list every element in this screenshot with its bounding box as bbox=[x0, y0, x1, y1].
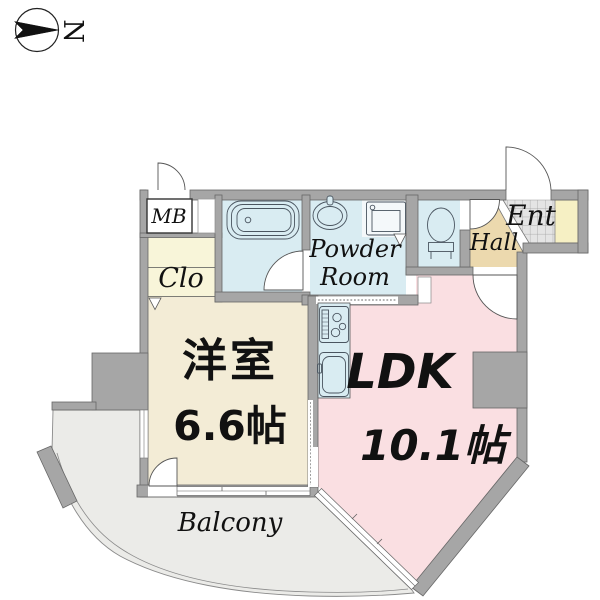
sliding-door-western-room bbox=[308, 400, 318, 487]
ldk-name: LDK bbox=[346, 344, 454, 400]
door-swing-balcony-icon bbox=[148, 457, 178, 487]
pipe-space bbox=[417, 276, 432, 304]
western-room-name: 洋室 bbox=[181, 334, 278, 387]
sliding-door-powder-room bbox=[316, 296, 398, 304]
hall-label: Hall bbox=[469, 230, 519, 256]
compass-north-icon bbox=[13, 7, 60, 53]
ldk-floor bbox=[318, 275, 517, 583]
meter-box bbox=[146, 198, 216, 234]
closet-door-marker-icon bbox=[148, 297, 162, 311]
balcony-label: Balcony bbox=[177, 508, 283, 538]
toilet-room-floor bbox=[416, 198, 460, 267]
washer-door-marker-icon bbox=[393, 233, 407, 247]
western-room-size: 6.6帖 bbox=[173, 402, 287, 450]
closet-label: Clo bbox=[158, 263, 204, 294]
door-swing-ldk-icon bbox=[472, 274, 518, 320]
entrance-label: Ent bbox=[506, 199, 556, 232]
western-room-floor bbox=[140, 296, 318, 490]
gas-stove-icon bbox=[319, 306, 349, 343]
bathtub-icon bbox=[226, 200, 300, 240]
door-swing-entrance-icon bbox=[505, 146, 552, 191]
meter-box-label: MB bbox=[151, 204, 187, 228]
door-swing-mb-icon bbox=[157, 162, 186, 191]
compass-north-label: N bbox=[57, 19, 88, 43]
kitchen-counter bbox=[317, 302, 351, 399]
powder-room-label: Powder Room bbox=[302, 235, 408, 292]
window-left-wall bbox=[139, 409, 149, 459]
powder-room-label-line1: Powder bbox=[309, 235, 401, 263]
window-ldk-diagonal bbox=[314, 488, 419, 590]
toilet-icon bbox=[427, 207, 455, 259]
door-swing-bath-icon bbox=[263, 250, 304, 291]
closet-floor bbox=[147, 237, 215, 297]
door-swing-toilet-icon bbox=[469, 199, 500, 230]
washing-machine-icon bbox=[366, 201, 406, 236]
balcony-doorway-gap bbox=[148, 485, 177, 497]
balcony-floor bbox=[51, 409, 415, 597]
ldk-size: 10.1帖 bbox=[360, 421, 506, 470]
window-western-room-south bbox=[176, 486, 311, 496]
shoe-cabinet bbox=[554, 199, 579, 244]
powder-room-floor bbox=[310, 198, 406, 295]
kitchen-sink-icon bbox=[317, 352, 349, 397]
washbasin-icon bbox=[312, 195, 348, 230]
powder-room-label-line2: Room bbox=[320, 263, 390, 292]
balcony-railing-line bbox=[56, 452, 409, 593]
